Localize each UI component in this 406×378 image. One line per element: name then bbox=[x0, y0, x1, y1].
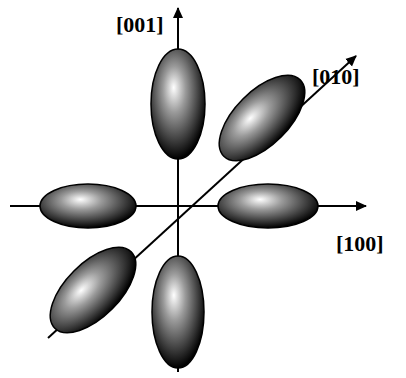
orbital-lobe bbox=[40, 184, 136, 228]
orbital-lobe bbox=[151, 49, 205, 159]
orbital-lobe bbox=[218, 184, 318, 228]
axis-label: [001] bbox=[116, 14, 164, 36]
orbital-lobe bbox=[152, 256, 204, 368]
orbital-lobe bbox=[205, 61, 320, 176]
axis-label: [100] bbox=[336, 233, 384, 255]
orbital-lobe bbox=[36, 233, 151, 348]
axis-label: [010] bbox=[312, 66, 360, 88]
